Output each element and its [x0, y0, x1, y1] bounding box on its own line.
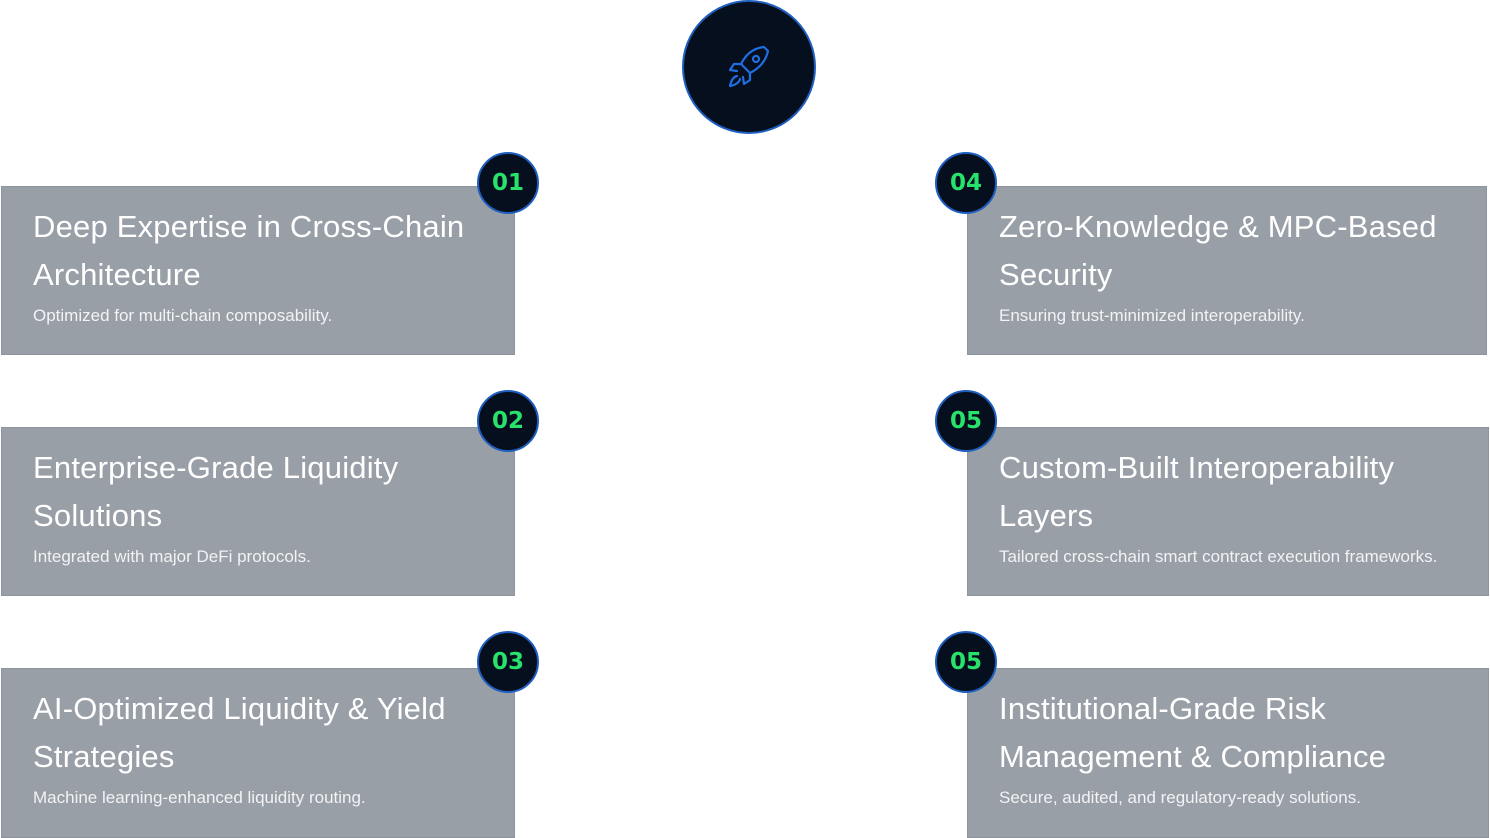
feature-card-cross-chain-architecture: Deep Expertise in Cross-Chain Architectu…: [1, 186, 515, 355]
feature-card-liquidity-solutions: Enterprise-Grade Liquidity Solutions Int…: [1, 427, 515, 596]
feature-number-badge: 05: [935, 631, 997, 693]
feature-title: Institutional-Grade Risk Management & Co…: [999, 691, 1387, 774]
feature-title: Deep Expertise in Cross-Chain Architectu…: [33, 209, 465, 292]
hero-rocket-badge: [682, 0, 816, 134]
feature-number-badge: 03: [477, 631, 539, 693]
feature-description: Ensuring trust-minimized interoperabilit…: [999, 306, 1305, 325]
feature-title: Custom-Built Interoperability Layers: [999, 450, 1395, 533]
feature-number-badge: 04: [935, 152, 997, 214]
feature-title: Zero-Knowledge & MPC-Based Security: [999, 209, 1437, 292]
feature-description: Optimized for multi-chain composability.: [33, 306, 333, 325]
feature-number-badge: 01: [477, 152, 539, 214]
feature-title: AI-Optimized Liquidity & Yield Strategie…: [33, 691, 446, 774]
feature-description: Secure, audited, and regulatory-ready so…: [999, 788, 1361, 807]
feature-title: Enterprise-Grade Liquidity Solutions: [33, 450, 399, 533]
feature-card-zk-mpc-security: Zero-Knowledge & MPC-Based Security Ensu…: [967, 186, 1487, 355]
feature-description: Tailored cross-chain smart contract exec…: [999, 547, 1438, 566]
feature-number-badge: 05: [935, 390, 997, 452]
feature-description: Machine learning-enhanced liquidity rout…: [33, 788, 366, 807]
feature-number-badge: 02: [477, 390, 539, 452]
rocket-icon: [724, 42, 774, 92]
feature-card-yield-strategies: AI-Optimized Liquidity & Yield Strategie…: [1, 668, 515, 838]
feature-card-risk-compliance: Institutional-Grade Risk Management & Co…: [967, 668, 1489, 838]
feature-description: Integrated with major DeFi protocols.: [33, 547, 311, 566]
feature-card-interoperability-layers: Custom-Built Interoperability Layers Tai…: [967, 427, 1489, 596]
